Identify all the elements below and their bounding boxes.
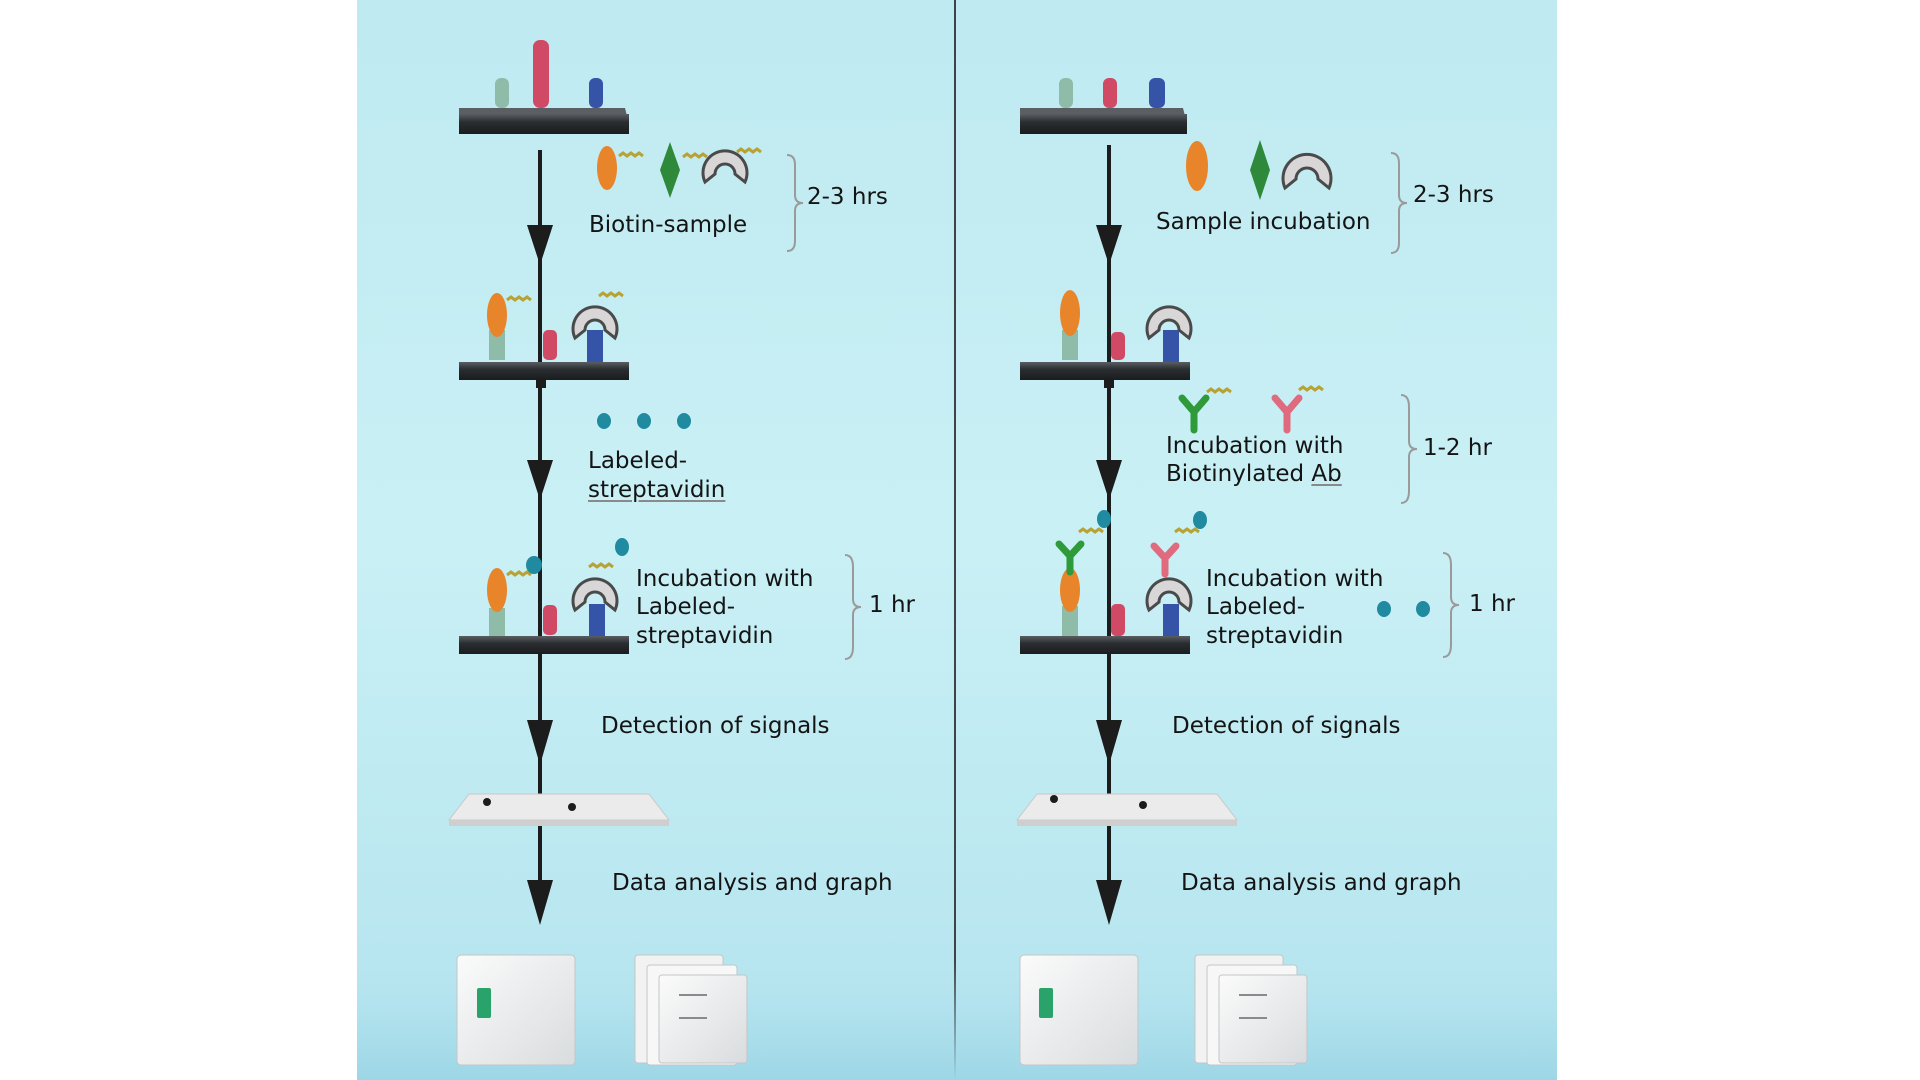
panel-divider [954, 0, 956, 1080]
right-arrowhead-3 [1096, 720, 1122, 765]
right-time1-label: 2-3 hrs [1413, 182, 1494, 208]
right-brace-2 [1400, 394, 1418, 504]
left-step1-label: Biotin-sample [589, 212, 748, 238]
right-samples [1186, 140, 1333, 200]
left-biotin-samples [597, 142, 763, 198]
right-instrument [1019, 954, 1139, 1066]
left-brace-3 [844, 554, 862, 660]
right-plate-3 [1020, 510, 1430, 654]
right-step3-line1: Incubation with [1206, 566, 1384, 592]
left-step3-line2: Labeled- [636, 594, 736, 620]
left-arrowhead-3 [527, 720, 553, 765]
right-detection-slide [1015, 793, 1239, 826]
left-step3-line1: Incubation with [636, 566, 814, 592]
left-step3-line3: streptavidin [636, 623, 774, 649]
right-arrowhead-2 [1096, 460, 1122, 500]
right-step1-label: Sample incubation [1156, 209, 1371, 235]
right-step3-line3: streptavidin [1206, 623, 1344, 649]
left-column-art [447, 40, 862, 1066]
right-document-stack [1194, 954, 1308, 1066]
right-biotinylated-antibodies [1178, 385, 1325, 434]
left-detection-label: Detection of signals [601, 713, 830, 739]
left-time1-label: 2-3 hrs [807, 184, 888, 210]
left-time3-label: 1 hr [869, 592, 915, 618]
left-plate-2 [459, 291, 629, 388]
left-analysis-label: Data analysis and graph [612, 870, 893, 896]
workflow-illustration [357, 40, 1557, 1080]
left-streptavidin-dots [597, 413, 691, 429]
right-brace-1 [1390, 152, 1408, 254]
right-step3-line2: Labeled- [1206, 594, 1306, 620]
right-step2-ab: Ab [1311, 461, 1342, 487]
left-detection-slide [447, 793, 671, 826]
right-time2-label: 1-2 hr [1423, 435, 1492, 461]
left-top-plate [459, 40, 629, 134]
left-instrument [456, 954, 576, 1066]
right-time3-label: 1 hr [1469, 591, 1515, 617]
right-arrowhead-1 [1096, 225, 1122, 265]
left-arrowhead-2 [527, 460, 553, 500]
right-brace-3 [1442, 552, 1460, 658]
diagram-panel: Biotin-sample 2-3 hrs Labeled- streptavi… [357, 0, 1557, 1080]
left-document-stack [634, 954, 748, 1066]
left-arrowhead-1 [527, 225, 553, 265]
left-step2-line1: Labeled- [588, 448, 688, 474]
right-column-art [1015, 78, 1460, 1066]
right-step2-line2-text: Biotinylated [1166, 461, 1312, 487]
right-arrowhead-4 [1096, 880, 1122, 925]
left-arrowhead-4 [527, 880, 553, 925]
left-plate-3 [459, 538, 629, 654]
right-detection-label: Detection of signals [1172, 713, 1401, 739]
right-step2-line1: Incubation with [1166, 433, 1344, 459]
left-brace-1 [786, 154, 804, 252]
left-step2-line2: streptavidin [588, 477, 726, 503]
right-analysis-label: Data analysis and graph [1181, 870, 1462, 896]
right-top-plate [1020, 78, 1187, 134]
right-step2-line2: Biotinylated Ab [1166, 460, 1342, 488]
right-plate-2 [1020, 290, 1193, 388]
